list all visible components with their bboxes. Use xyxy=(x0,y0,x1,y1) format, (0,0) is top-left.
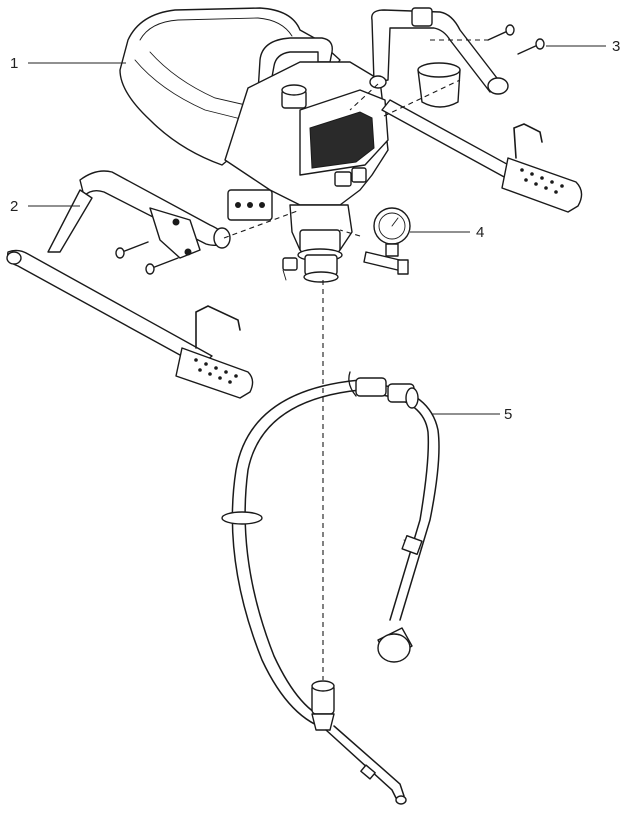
assembly-guide-lines xyxy=(223,79,461,680)
callout-numbers: 1 2 3 4 5 xyxy=(10,38,620,423)
pressure-gauge-assembly xyxy=(363,207,411,275)
frame-stand-right xyxy=(369,7,583,213)
screws-right xyxy=(430,24,545,55)
suction-hose-assembly xyxy=(221,371,440,805)
callout-3: 3 xyxy=(612,38,620,55)
callout-leaders xyxy=(28,45,606,415)
frame-stand-left xyxy=(6,170,254,399)
callout-5: 5 xyxy=(504,406,512,423)
foot-grip-holes-right xyxy=(520,168,564,194)
pump-motor-unit xyxy=(119,7,389,283)
callout-4: 4 xyxy=(476,224,484,241)
side-ports xyxy=(227,189,273,221)
screws-left xyxy=(115,241,179,275)
foot-grip-holes-left xyxy=(194,358,238,384)
callout-2: 2 xyxy=(10,198,18,215)
callout-1: 1 xyxy=(10,55,18,72)
